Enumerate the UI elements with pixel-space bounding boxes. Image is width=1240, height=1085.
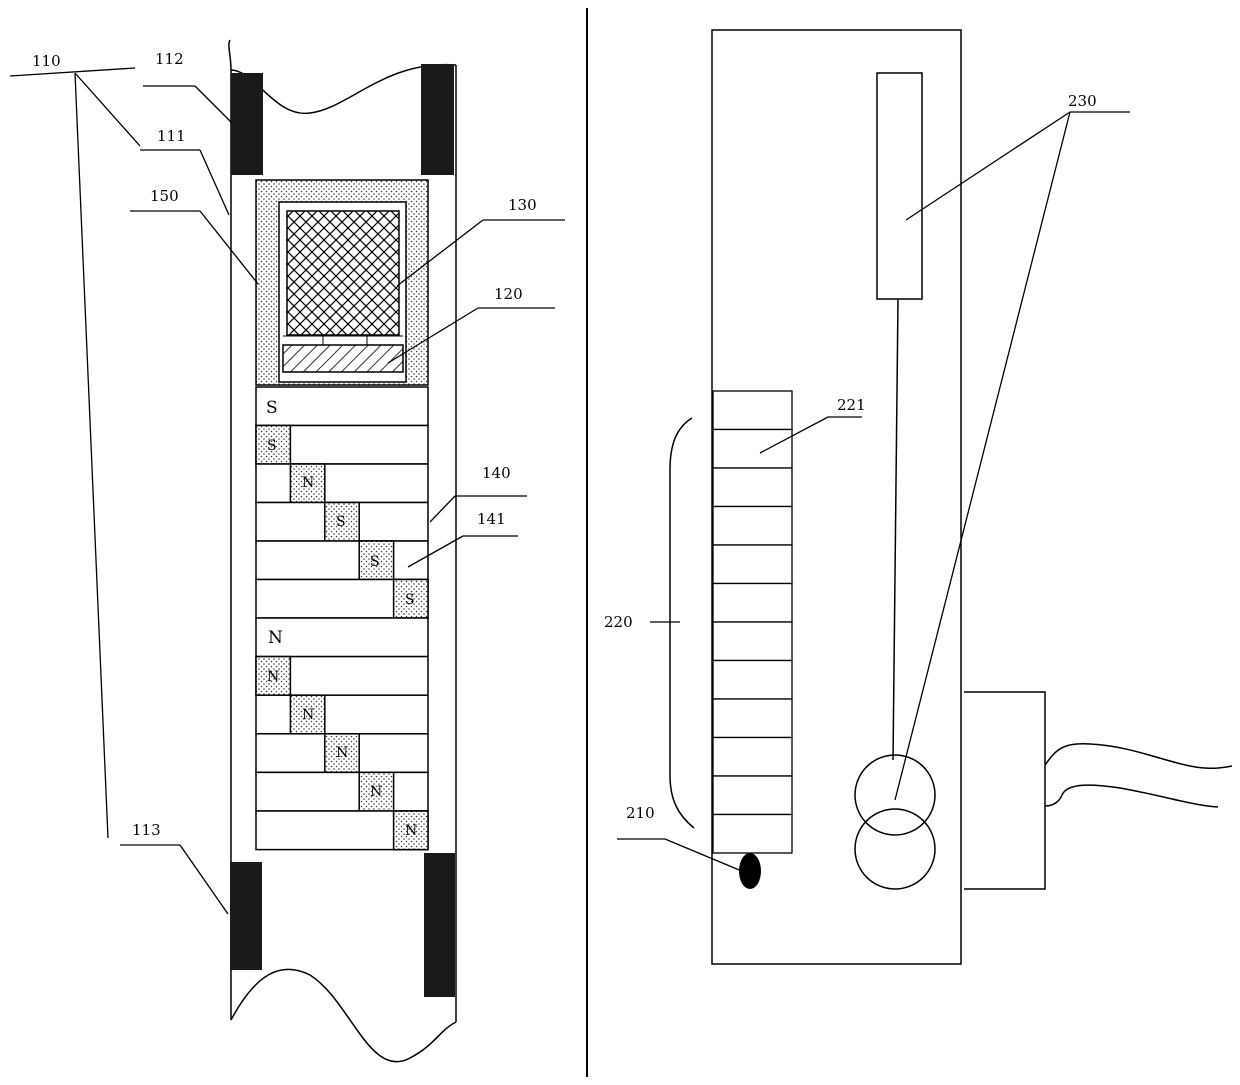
brace-220 xyxy=(670,418,694,828)
n-step-1: N xyxy=(267,669,279,685)
n-step-3: N xyxy=(336,745,348,761)
s-magnet-row-2 xyxy=(256,464,428,503)
label-220: 220 xyxy=(604,613,633,631)
label-140: 140 xyxy=(482,464,511,482)
magnet-stack-140 xyxy=(256,387,428,850)
plate-120 xyxy=(283,345,403,372)
coil-130 xyxy=(287,211,399,335)
s-magnet-row-4 xyxy=(256,541,428,580)
label-221: 221 xyxy=(837,396,866,414)
pole-label-top: S xyxy=(266,398,278,418)
key-cell-3 xyxy=(713,507,792,546)
label-113: 113 xyxy=(132,821,161,839)
n-step-4: N xyxy=(370,784,382,800)
cable-lower xyxy=(1045,785,1218,807)
key-cell-2 xyxy=(713,468,792,507)
key-cell-5 xyxy=(713,584,792,623)
label-130: 130 xyxy=(508,196,537,214)
label-112: 112 xyxy=(155,50,184,68)
pole-label-bottom: N xyxy=(268,628,283,648)
key-cell-8 xyxy=(713,699,792,738)
key-cell-1 xyxy=(713,430,792,469)
s-step-2: N xyxy=(302,475,314,491)
s-step-3: S xyxy=(336,514,346,530)
block-113 xyxy=(230,862,262,970)
label-230: 230 xyxy=(1068,92,1097,110)
key-cell-6 xyxy=(713,622,792,661)
key-cell-4 xyxy=(713,545,792,584)
key-cell-0 xyxy=(713,391,792,430)
block-bottom-right xyxy=(424,853,455,997)
label-141: 141 xyxy=(477,510,506,528)
block-112 xyxy=(231,73,263,175)
s-magnet-row-0 xyxy=(256,387,428,426)
key-column-220 xyxy=(713,391,792,853)
key-cell-7 xyxy=(713,661,792,700)
key-cell-10 xyxy=(713,776,792,815)
label-210: 210 xyxy=(626,804,655,822)
block-top-right xyxy=(421,64,454,175)
n-step-2: N xyxy=(302,707,314,723)
side-connector xyxy=(964,692,1045,889)
n-step-5: N xyxy=(405,823,417,839)
key-cell-9 xyxy=(713,738,792,777)
label-120: 120 xyxy=(494,285,523,303)
cable-upper xyxy=(1045,744,1232,769)
s-step-1: S xyxy=(267,438,277,454)
tube-bottom-wave xyxy=(231,969,456,1061)
label-111: 111 xyxy=(157,127,186,145)
component-230-top xyxy=(877,73,922,299)
s-step-5: S xyxy=(405,592,415,608)
key-cell-11 xyxy=(713,815,792,854)
label-110: 110 xyxy=(32,52,61,70)
n-magnet-row-4 xyxy=(256,772,428,811)
n-magnet-row-2 xyxy=(256,695,428,734)
label-150: 150 xyxy=(150,187,179,205)
s-step-4: S xyxy=(370,554,380,570)
